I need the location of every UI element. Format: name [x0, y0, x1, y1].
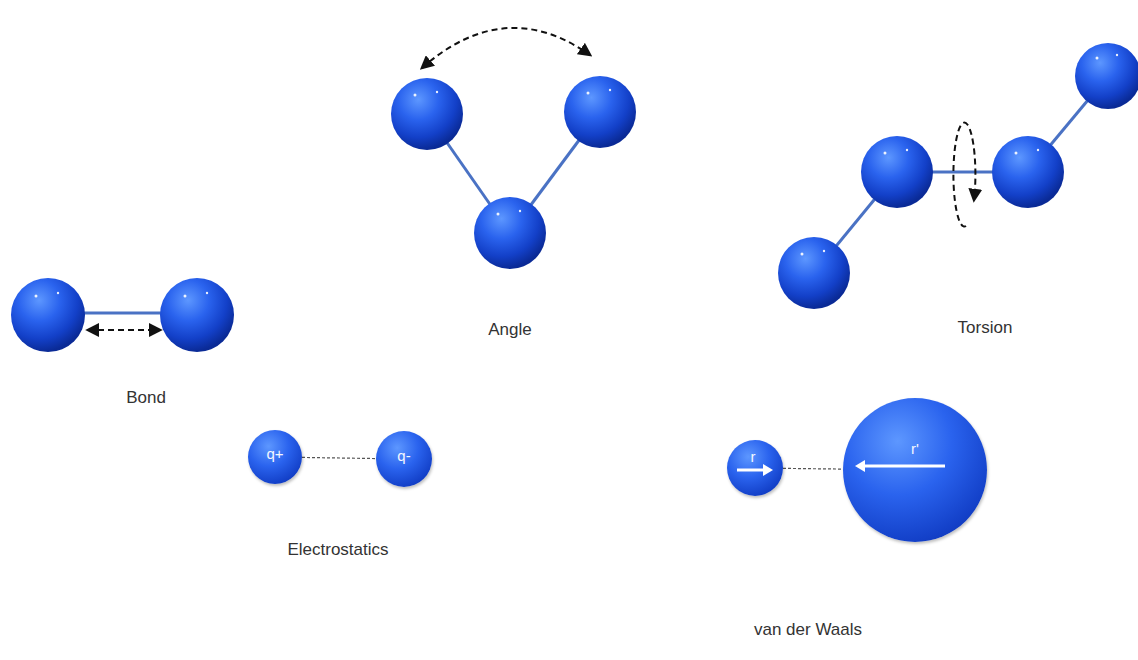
charge-sphere: q- [376, 431, 432, 487]
term-label: Electrostatics [287, 540, 388, 560]
atom-sphere: r' [843, 398, 987, 542]
term-label: Angle [488, 320, 531, 340]
node-text: q- [397, 448, 410, 463]
node-text: r [751, 449, 756, 464]
term-label: Torsion [958, 318, 1013, 338]
interaction-line [302, 457, 376, 458]
atom-sphere: r [727, 440, 783, 496]
charge-sphere: q+ [248, 430, 302, 484]
term-label: van der Waals [754, 620, 862, 640]
interaction-line [783, 468, 843, 470]
node-text: q+ [266, 446, 283, 461]
node-text: r' [911, 441, 919, 456]
radius-arrow [843, 398, 987, 542]
term-label: Bond [126, 388, 166, 408]
